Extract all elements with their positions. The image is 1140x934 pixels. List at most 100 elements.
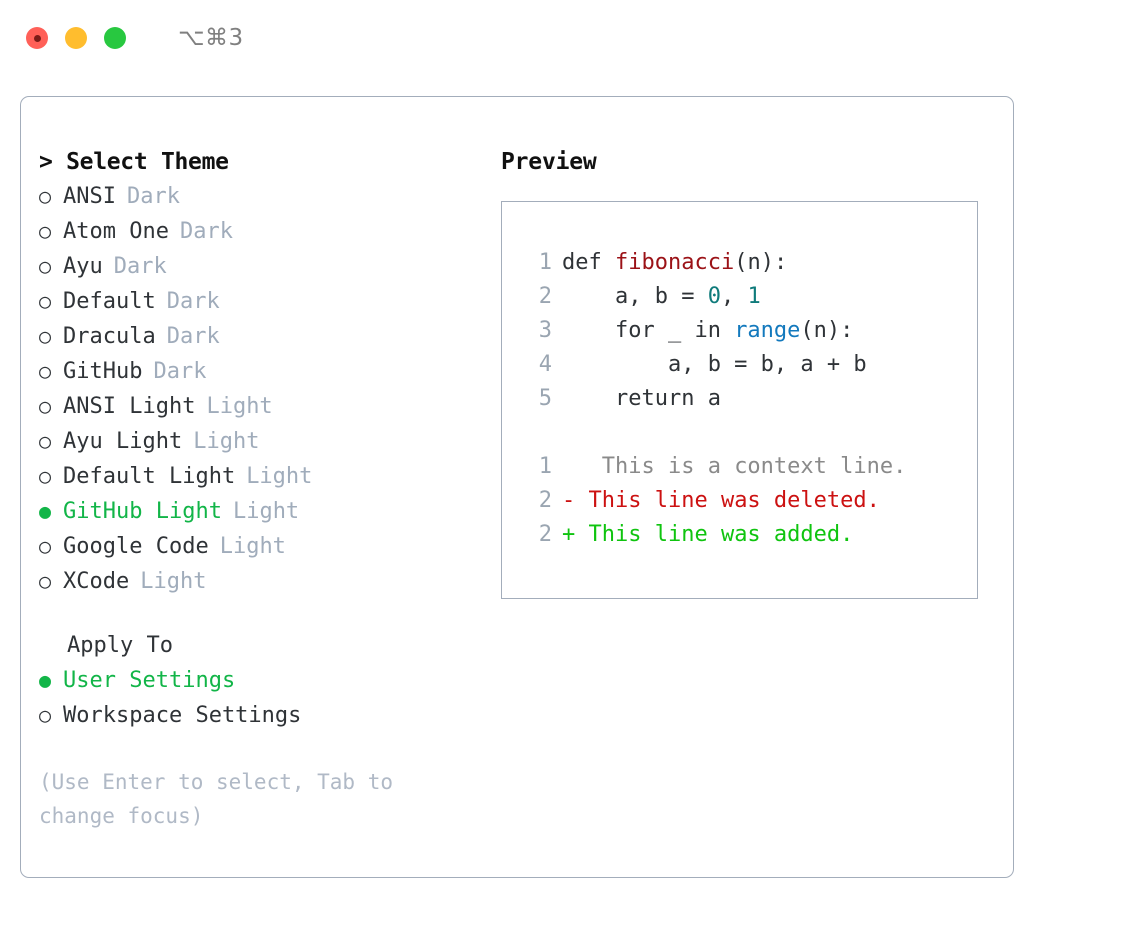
radio-unselected-icon[interactable]: ○ xyxy=(39,464,52,488)
theme-selector-heading: > Select Theme xyxy=(39,145,499,179)
diff-line-content: This line was deleted. xyxy=(575,488,880,513)
apply-to-option-label: Workspace Settings xyxy=(63,703,302,728)
radio-unselected-icon[interactable]: ○ xyxy=(39,394,52,418)
radio-unselected-icon[interactable]: ○ xyxy=(39,184,52,208)
title-bar: ⌥⌘3 xyxy=(0,0,1140,76)
theme-option-tag: Dark xyxy=(126,184,180,209)
code-line: 4 a, b = b, a + b xyxy=(522,348,977,382)
code-line-number: 4 xyxy=(538,352,552,377)
radio-unselected-icon[interactable]: ○ xyxy=(39,219,52,243)
radio-selected-icon[interactable]: ● xyxy=(39,499,52,523)
zoom-light-icon[interactable] xyxy=(104,27,126,49)
radio-unselected-icon[interactable]: ○ xyxy=(39,703,52,727)
code-token-plain: def xyxy=(562,250,615,275)
diff-line-number: 2 xyxy=(538,488,552,513)
theme-option-ansi-light[interactable]: ○ ANSI Light Light xyxy=(39,389,499,424)
diff-sign: + xyxy=(562,522,576,547)
diff-line-del: 2- This line was deleted. xyxy=(522,484,977,518)
theme-option-default-light[interactable]: ○ Default Light Light xyxy=(39,459,499,494)
diff-line-content: This is a context line. xyxy=(575,454,907,479)
spacer xyxy=(522,416,977,450)
code-token-plain: (n): xyxy=(800,318,854,343)
theme-option-default[interactable]: ○ Default Dark xyxy=(39,284,499,319)
code-line-number: 3 xyxy=(538,318,552,343)
radio-unselected-icon[interactable]: ○ xyxy=(39,569,52,593)
code-line: 3 for _ in range(n): xyxy=(522,314,977,348)
code-token-num: 1 xyxy=(747,284,761,309)
radio-unselected-icon[interactable]: ○ xyxy=(39,359,52,383)
code-line-content: for _ in range(n): xyxy=(562,314,853,348)
theme-option-tag: Light xyxy=(140,569,207,594)
theme-option-label: Default Light xyxy=(63,464,236,489)
theme-option-label: Default xyxy=(63,289,156,314)
theme-option-github-light[interactable]: ● GitHub Light Light xyxy=(39,494,499,529)
radio-unselected-icon[interactable]: ○ xyxy=(39,254,52,278)
close-light-icon[interactable] xyxy=(26,27,48,49)
theme-option-tag: Light xyxy=(246,464,313,489)
diff-sample: 1 This is a context line. 2- This line wa… xyxy=(522,450,977,552)
code-token-plain: , xyxy=(720,284,748,309)
apply-to-option-user-settings[interactable]: ●User Settings xyxy=(39,663,499,698)
theme-option-tag: Dark xyxy=(179,219,233,244)
theme-option-google-code[interactable]: ○ Google Code Light xyxy=(39,529,499,564)
theme-option-dracula[interactable]: ○ Dracula Dark xyxy=(39,319,499,354)
code-line-number: 2 xyxy=(538,284,552,309)
code-token-call: range xyxy=(734,318,801,343)
theme-option-ansi[interactable]: ○ ANSI Dark xyxy=(39,179,499,214)
apply-to-heading: Apply To xyxy=(67,633,173,658)
code-line-content: def fibonacci(n): xyxy=(562,246,787,280)
theme-option-tag: Light xyxy=(219,534,286,559)
theme-option-label: Dracula xyxy=(63,324,156,349)
radio-unselected-icon[interactable]: ○ xyxy=(39,534,52,558)
code-line-content: a, b = 0, 1 xyxy=(562,280,761,314)
apply-to-option-workspace-settings[interactable]: ○ Workspace Settings xyxy=(39,698,499,733)
theme-option-xcode[interactable]: ○ XCode Light xyxy=(39,564,499,599)
theme-option-tag: Light xyxy=(232,499,300,524)
theme-option-label: Atom One xyxy=(63,219,169,244)
diff-line-add: 2+ This line was added. xyxy=(522,518,977,552)
code-line: 1 def fibonacci(n): xyxy=(522,246,977,280)
theme-option-label: XCode xyxy=(63,569,130,594)
theme-option-label: GitHub Light xyxy=(63,499,222,524)
code-token-plain: for _ in xyxy=(562,318,735,343)
code-line-number: 1 xyxy=(538,250,552,275)
keyboard-hint-text: (Use Enter to select, Tab to change focu… xyxy=(39,770,406,828)
theme-option-tag: Dark xyxy=(113,254,167,279)
theme-option-atom-one[interactable]: ○ Atom One Dark xyxy=(39,214,499,249)
spacer xyxy=(39,733,499,765)
theme-option-tag: Dark xyxy=(166,324,220,349)
apply-to-option-list[interactable]: ●User Settings ○ Workspace Settings xyxy=(39,663,499,733)
theme-option-tag: Light xyxy=(206,394,273,419)
window-controls xyxy=(26,27,126,49)
theme-selector-heading-label: Select Theme xyxy=(66,149,229,175)
code-token-plain: a, b = xyxy=(562,284,708,309)
minimize-light-icon[interactable] xyxy=(65,27,87,49)
theme-option-label: Google Code xyxy=(63,534,209,559)
theme-option-tag: Dark xyxy=(166,289,220,314)
radio-unselected-icon[interactable]: ○ xyxy=(39,289,52,313)
keyboard-shortcut-label: ⌥⌘3 xyxy=(178,25,244,51)
theme-option-label: Ayu Light xyxy=(63,429,183,454)
theme-option-label: ANSI xyxy=(63,184,116,209)
code-token-plain: (n): xyxy=(734,250,788,275)
diff-line-number: 1 xyxy=(538,454,552,479)
code-token-num: 0 xyxy=(707,284,721,309)
focus-caret-icon: > xyxy=(39,149,67,175)
theme-option-tag: Dark xyxy=(153,359,207,384)
radio-selected-icon[interactable]: ● xyxy=(39,668,52,692)
diff-line-number: 2 xyxy=(538,522,552,547)
radio-unselected-icon[interactable]: ○ xyxy=(39,324,52,348)
radio-unselected-icon[interactable]: ○ xyxy=(39,429,52,453)
theme-option-label: ANSI Light xyxy=(63,394,196,419)
spacer xyxy=(39,599,499,629)
code-line: 5 return a xyxy=(522,382,977,416)
